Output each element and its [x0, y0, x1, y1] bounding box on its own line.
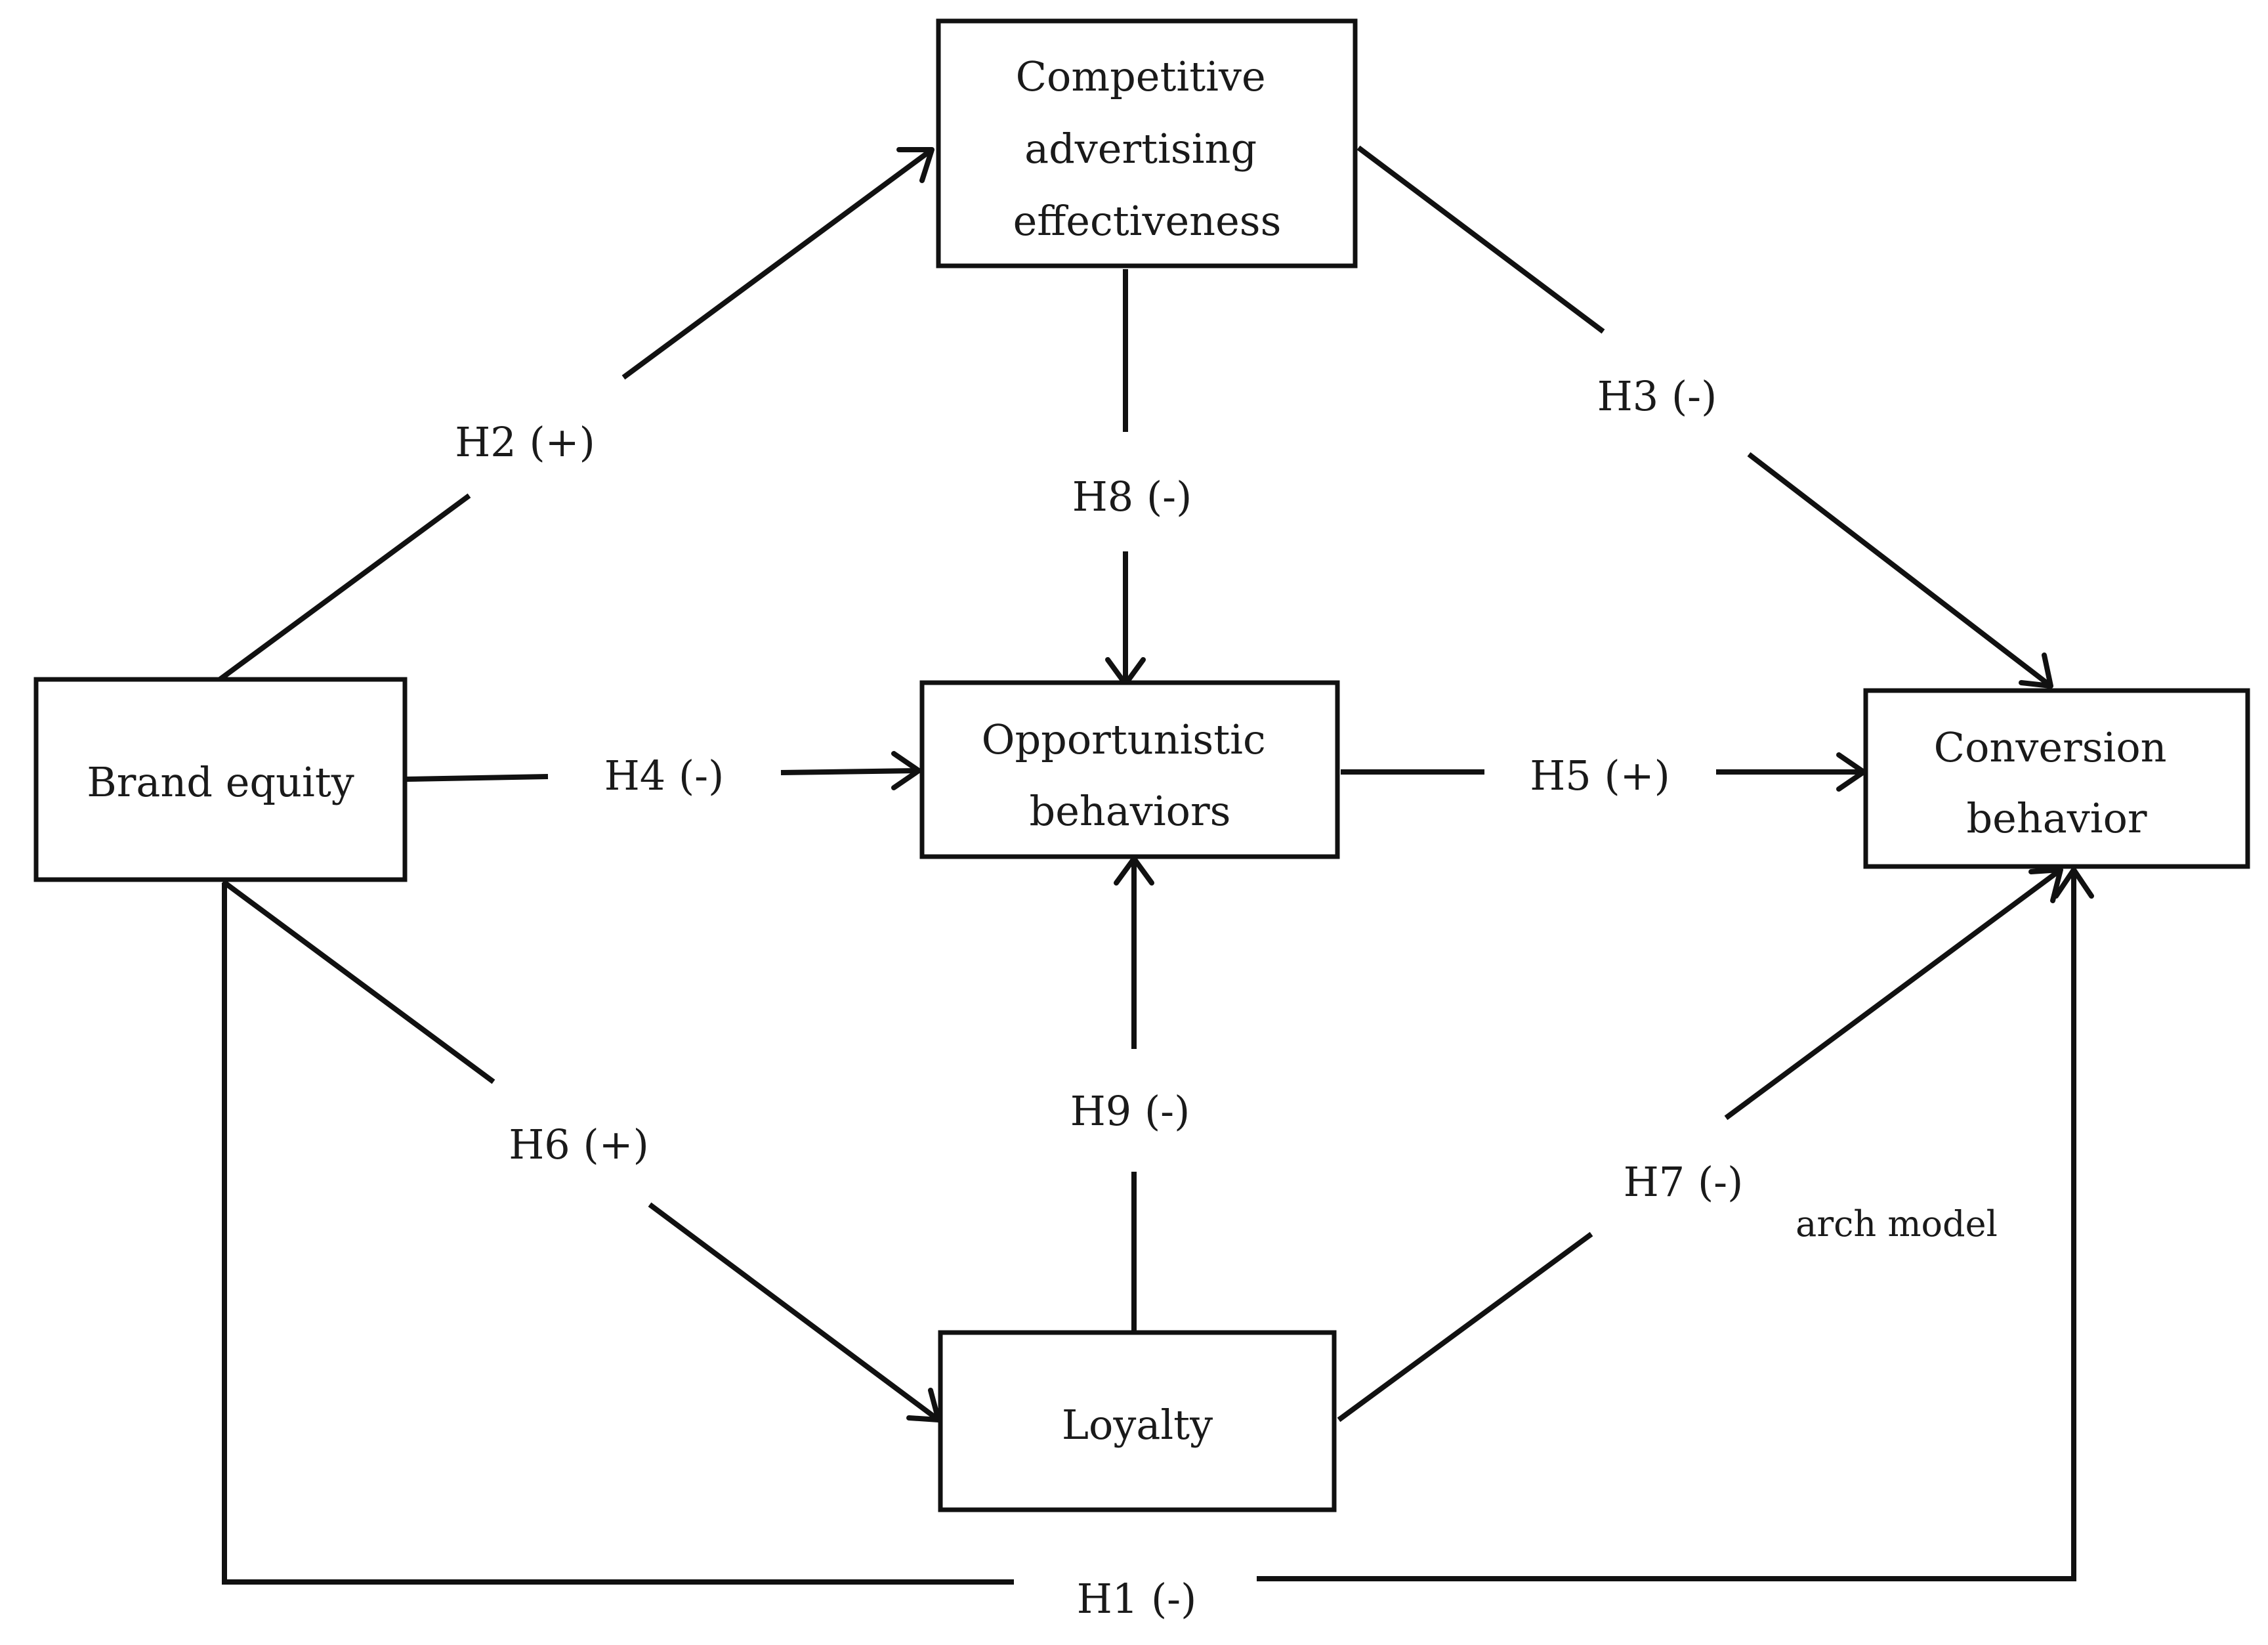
node-competitive-advertising-effectiveness: Competitive advertising effectiveness — [936, 18, 1358, 268]
arrowhead-h4 — [891, 751, 921, 790]
node-opportunistic-behaviors: Opportunistic behaviors — [919, 680, 1340, 859]
arrowhead-h1 — [2053, 867, 2094, 899]
label-h6: H6 (+) — [509, 1121, 649, 1168]
arrowhead-h7 — [2028, 867, 2063, 903]
arrowhead-h3 — [2019, 652, 2053, 689]
node-label: Opportunistic behaviors — [982, 716, 1279, 835]
node-label: Brand equity — [87, 758, 354, 806]
node-label: Loyalty — [1062, 1401, 1213, 1449]
edge-h1: H1 (-) — [222, 867, 2094, 1623]
edge-h7: H7 (-) — [1337, 867, 2063, 1422]
label-h3: H3 (-) — [1597, 372, 1717, 420]
edge-h8: H8 (-) — [1072, 269, 1192, 687]
edge-h9: H9 (-) — [1070, 856, 1190, 1331]
node-loyalty: Loyalty — [938, 1330, 1337, 1512]
edge-h6: H6 (+) — [221, 879, 941, 1422]
node-brand-equity: Brand equity — [33, 677, 408, 882]
label-h1: H1 (-) — [1077, 1575, 1197, 1623]
label-h8: H8 (-) — [1072, 473, 1192, 521]
label-h5: H5 (+) — [1530, 752, 1670, 800]
edge-h4: H4 (-) — [406, 751, 921, 800]
edge-h2: H2 (+) — [218, 147, 934, 682]
label-h4: H4 (-) — [604, 752, 724, 800]
label-h9: H9 (-) — [1070, 1087, 1190, 1135]
node-conversion-behavior: Conversion behavior — [1863, 688, 2250, 869]
node-label: Competitive advertising effectiveness — [1013, 53, 1282, 245]
edge-h3: H3 (-) — [1356, 145, 2053, 689]
label-h7: H7 (-) — [1624, 1158, 1744, 1206]
caption-fragment: arch model — [1796, 1203, 1998, 1245]
edge-h5: H5 (+) — [1341, 752, 1866, 800]
arrowhead-h2 — [896, 147, 934, 183]
label-h2: H2 (+) — [455, 418, 595, 466]
node-label: Conversion behavior — [1934, 723, 2180, 842]
